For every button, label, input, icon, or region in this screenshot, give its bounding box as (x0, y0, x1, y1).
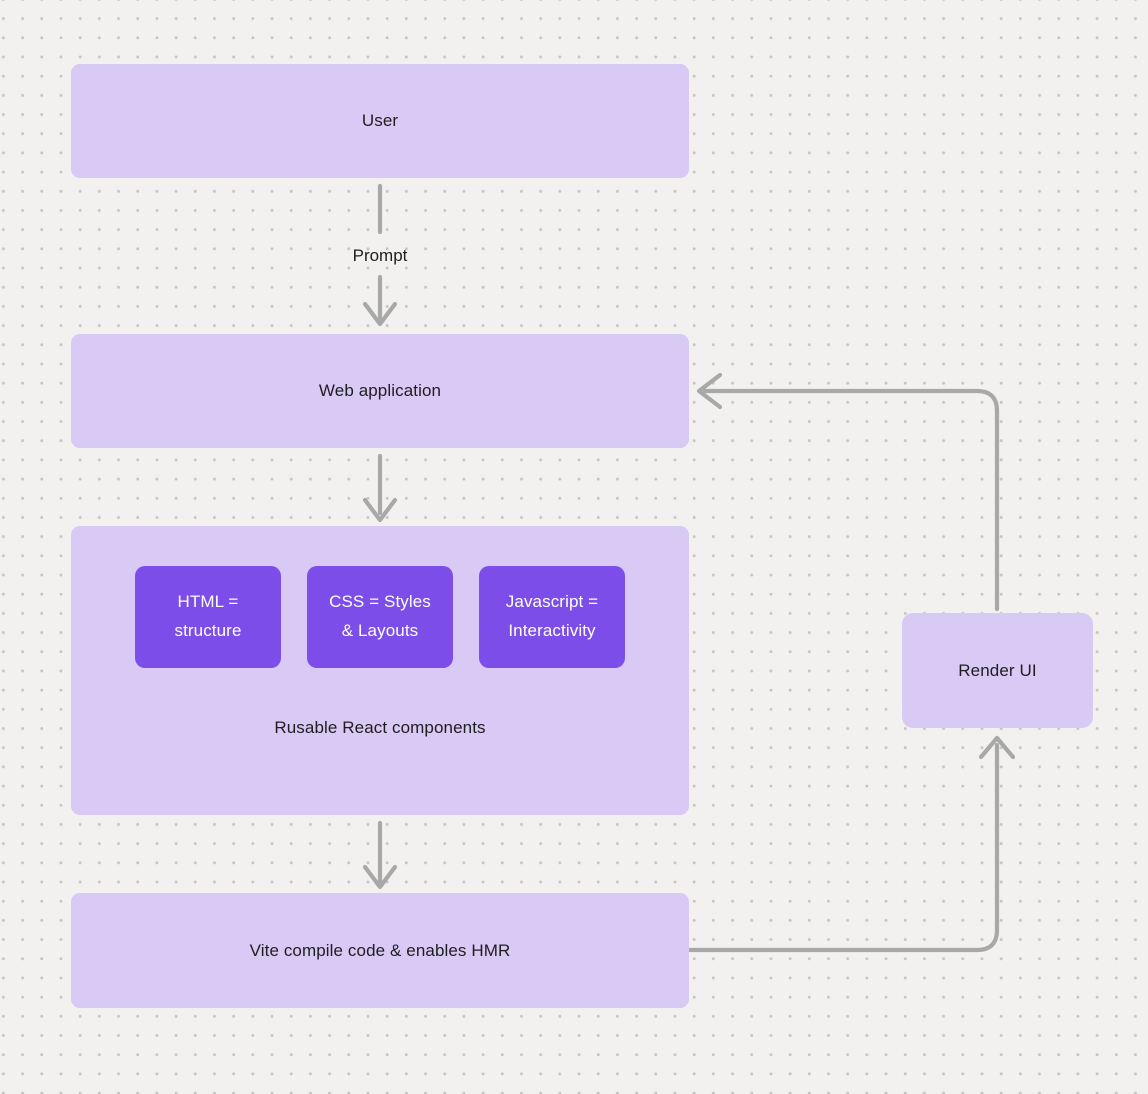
node-web-application[interactable]: Web application (71, 334, 689, 448)
node-components-group[interactable]: HTML = structure CSS = Styles & Layouts … (71, 526, 689, 815)
arrow-down-icon (362, 301, 398, 327)
arrow-left-icon (696, 372, 723, 410)
arrow-down-icon (362, 497, 398, 523)
arrow-down-icon (362, 864, 398, 890)
edge-renderui-to-webapp (702, 388, 1000, 612)
chip-html[interactable]: HTML = structure (135, 566, 281, 668)
edge-vite-to-renderui (687, 742, 1000, 953)
components-chip-row: HTML = structure CSS = Styles & Layouts … (71, 566, 689, 668)
components-group-caption: Rusable React components (274, 718, 486, 737)
node-vite-label: Vite compile code & enables HMR (249, 940, 511, 960)
node-user-label: User (361, 111, 399, 130)
chip-html-label: HTML = structure (174, 592, 242, 640)
node-render-ui-label: Render UI (958, 660, 1037, 680)
chip-css[interactable]: CSS = Styles & Layouts (307, 566, 453, 668)
chip-javascript[interactable]: Javascript = Interactivity (479, 566, 625, 668)
arrow-up-icon (978, 735, 1016, 760)
chip-css-label: CSS = Styles & Layouts (329, 592, 431, 640)
node-render-ui[interactable]: Render UI (902, 613, 1093, 728)
node-vite[interactable]: Vite compile code & enables HMR (71, 893, 689, 1008)
node-web-application-label: Web application (318, 381, 442, 400)
node-user[interactable]: User (71, 64, 689, 178)
chip-javascript-label: Javascript = Interactivity (505, 592, 599, 640)
edge-label-prompt: Prompt (352, 246, 408, 265)
